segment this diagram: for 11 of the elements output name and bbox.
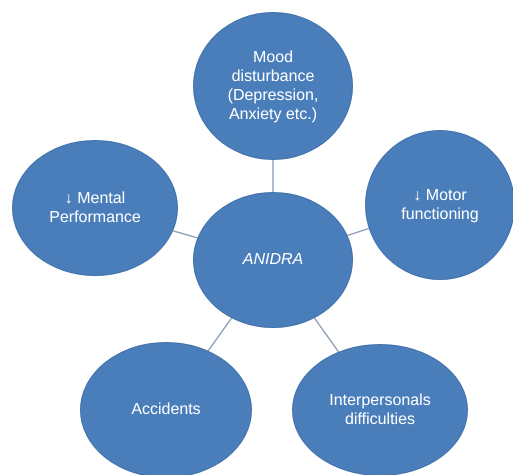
connector-line: [173, 230, 198, 239]
node-label: Accidents: [130, 400, 202, 420]
node-label: ↓ Mental Performance: [48, 188, 142, 228]
connector-line: [272, 160, 274, 192]
connector-line: [347, 228, 369, 236]
node-label: ↓ Motor functioning: [400, 186, 480, 224]
connector-line: [208, 318, 232, 352]
node-label: Mood disturbance (Depression, Anxiety etc.): [226, 48, 320, 124]
connector-line: [314, 318, 340, 352]
node-label: ANIDRA: [241, 250, 304, 270]
node-label: Interpersonals difficulties: [328, 390, 432, 430]
